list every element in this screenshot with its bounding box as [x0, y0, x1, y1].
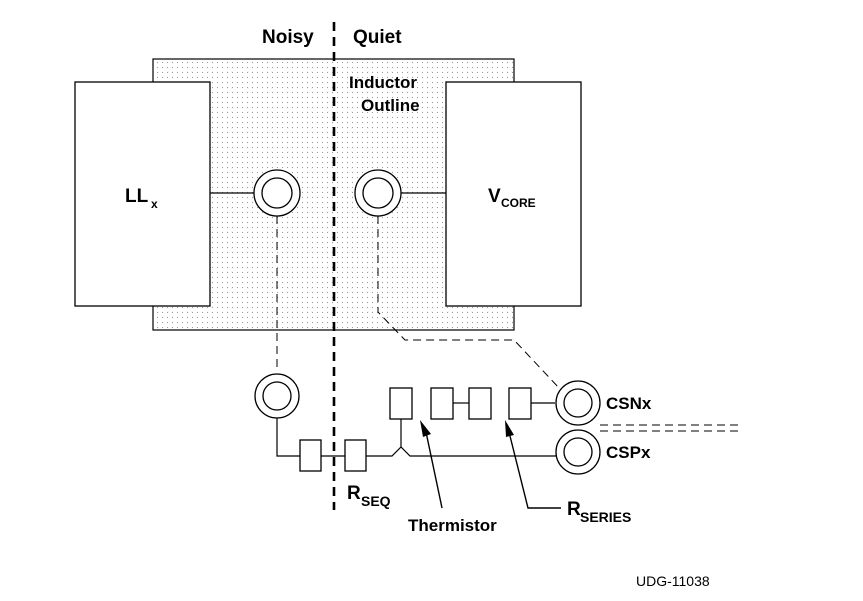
right-dashed-trace	[377, 216, 561, 390]
llx-label: LL	[125, 186, 149, 207]
lower-left-via	[254, 373, 300, 419]
figure-id: UDG-11038	[636, 573, 710, 589]
rseries-subscript: SERIES	[580, 509, 631, 525]
rseq-subscript: SEQ	[361, 493, 391, 509]
vcore-label: V	[488, 186, 501, 207]
left-via	[253, 169, 301, 217]
rseq-resistor-1	[299, 439, 322, 472]
noisy-label: Noisy	[262, 27, 314, 48]
inductor-outline-label-line1: Inductor	[349, 73, 417, 92]
vcore-pad	[445, 81, 582, 307]
rseq-resistor-2	[344, 439, 367, 472]
rseries-pointer	[505, 420, 561, 509]
vcore-subscript: CORE	[501, 196, 536, 210]
llx-pad	[74, 81, 211, 307]
cspx-via	[555, 429, 601, 475]
csnx-label: CSNx	[606, 394, 652, 413]
thermistor-resistor	[389, 387, 413, 420]
series-resistor-1	[430, 387, 454, 420]
quiet-label: Quiet	[353, 27, 402, 48]
cspx-label: CSPx	[606, 443, 651, 462]
rseq-wire	[276, 418, 300, 457]
llx-subscript: x	[151, 197, 158, 211]
inductor-outline-label-line2: Outline	[361, 96, 420, 115]
thermistor-pointer	[420, 420, 443, 509]
right-via	[354, 169, 402, 217]
rseq-label: R	[347, 483, 361, 504]
thermistor-label: Thermistor	[408, 516, 497, 535]
rseq-to-junction-wire	[366, 446, 556, 457]
series-resistor-2	[468, 387, 492, 420]
series-resistor-3	[508, 387, 532, 420]
rseries-label: R	[567, 499, 581, 520]
csnx-via	[555, 380, 601, 426]
